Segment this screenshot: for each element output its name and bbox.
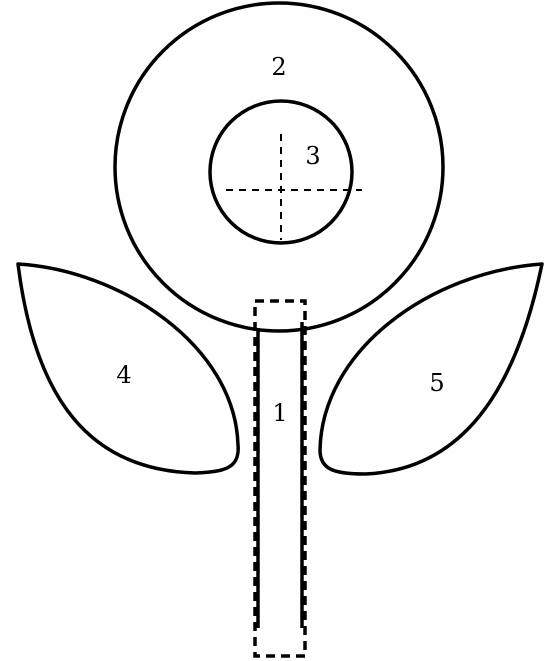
piece-label-5: 5 bbox=[429, 369, 444, 397]
piece-label-1: 1 bbox=[272, 399, 287, 427]
piece-label-3: 3 bbox=[305, 142, 320, 170]
piece-label-4: 4 bbox=[116, 361, 131, 389]
inner-circle-piece bbox=[210, 101, 352, 243]
piece-label-2: 2 bbox=[271, 53, 286, 81]
stem-seam-allowance bbox=[255, 301, 305, 656]
